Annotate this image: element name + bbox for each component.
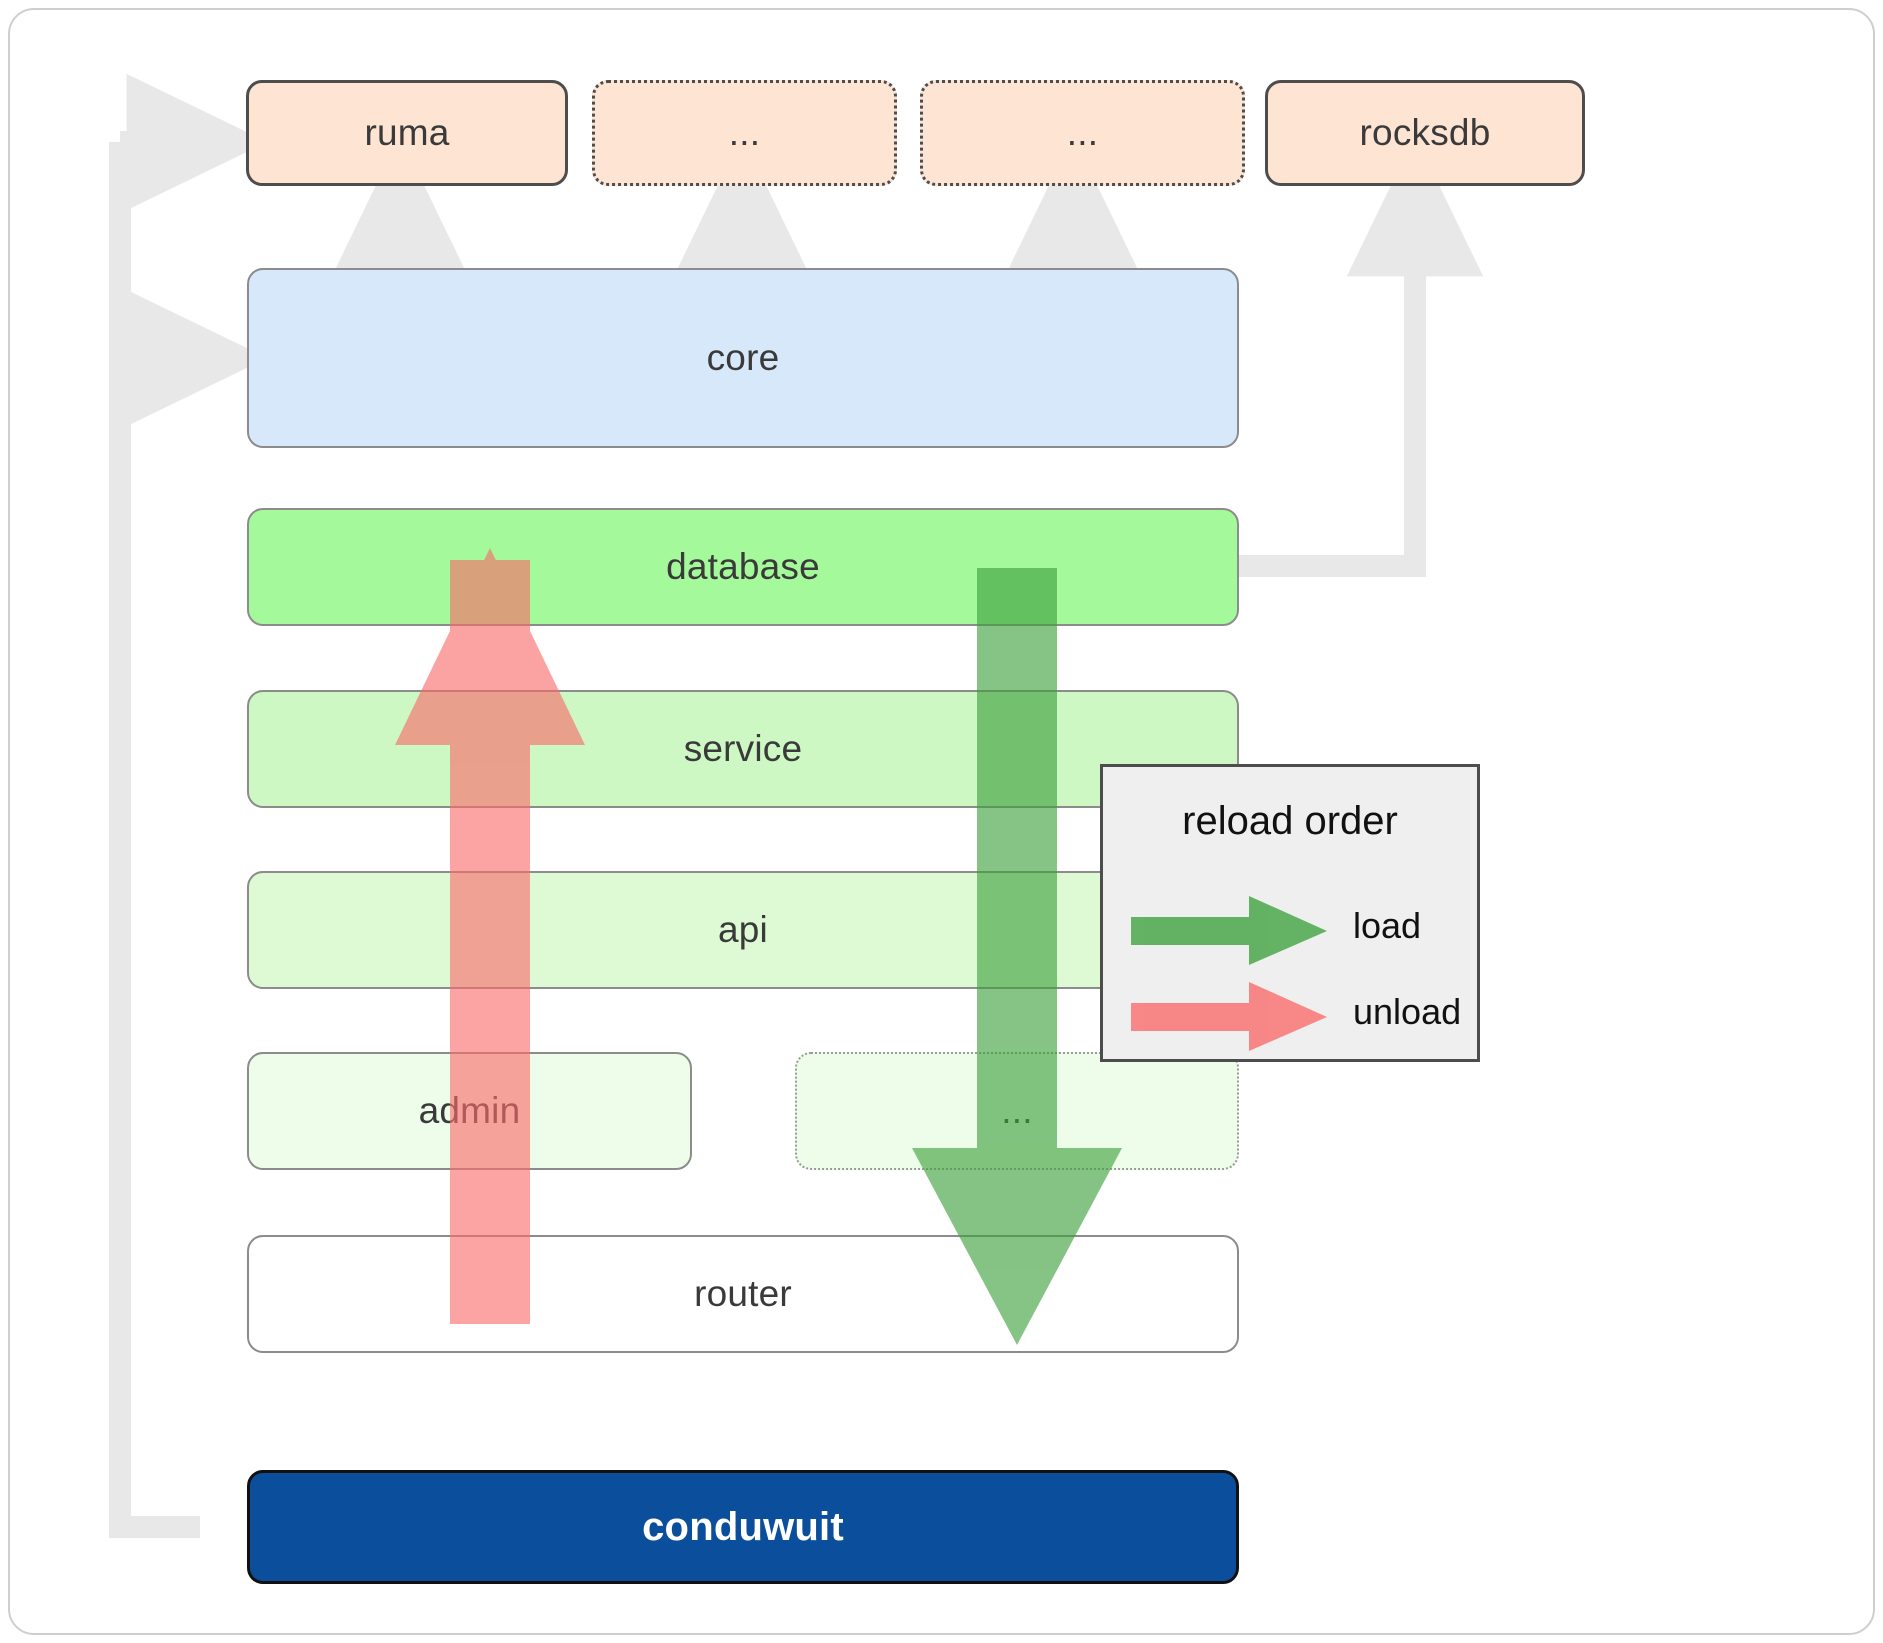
legend-panel: reload order load unload (1100, 764, 1480, 1062)
dependency-node-placeholder-2[interactable]: ... (920, 80, 1245, 186)
legend-load-arrow-icon (1131, 896, 1327, 965)
layer-node-api[interactable]: api (247, 871, 1239, 989)
layer-label: admin (418, 1090, 521, 1131)
connector-database-rail (1237, 255, 1426, 577)
dependency-label: ... (1066, 112, 1099, 153)
layer-label: router (694, 1273, 792, 1314)
layer-node-admin[interactable]: admin (247, 1052, 692, 1170)
legend-unload-arrow-icon (1131, 982, 1327, 1051)
core-label: core (706, 337, 780, 378)
binary-label: conduwuit (642, 1504, 844, 1549)
legend-title: reload order (1182, 799, 1398, 843)
dependency-node-placeholder-1[interactable]: ... (592, 80, 897, 186)
connector-conduwuit-rail (109, 142, 200, 1538)
layer-label: database (666, 546, 820, 587)
legend-row-load: load (1103, 895, 1477, 965)
core-node[interactable]: core (247, 268, 1239, 448)
dependency-label: rocksdb (1359, 112, 1491, 153)
layer-label: ... (1001, 1090, 1033, 1131)
legend-unload-label: unload (1353, 991, 1462, 1032)
legend-load-label: load (1353, 905, 1422, 946)
dependency-label: ... (728, 112, 761, 153)
dependency-node-ruma[interactable]: ruma (246, 80, 568, 186)
layer-node-database[interactable]: database (247, 508, 1239, 626)
layer-node-placeholder[interactable]: ... (795, 1052, 1239, 1170)
layer-node-router[interactable]: router (247, 1235, 1239, 1353)
dependency-node-rocksdb[interactable]: rocksdb (1265, 80, 1585, 186)
dependency-label: ruma (364, 112, 450, 153)
binary-node-conduwuit[interactable]: conduwuit (247, 1470, 1239, 1584)
layer-node-service[interactable]: service (247, 690, 1239, 808)
legend-row-unload: unload (1103, 981, 1477, 1051)
layer-label: service (683, 728, 803, 769)
layer-label: api (718, 909, 768, 950)
